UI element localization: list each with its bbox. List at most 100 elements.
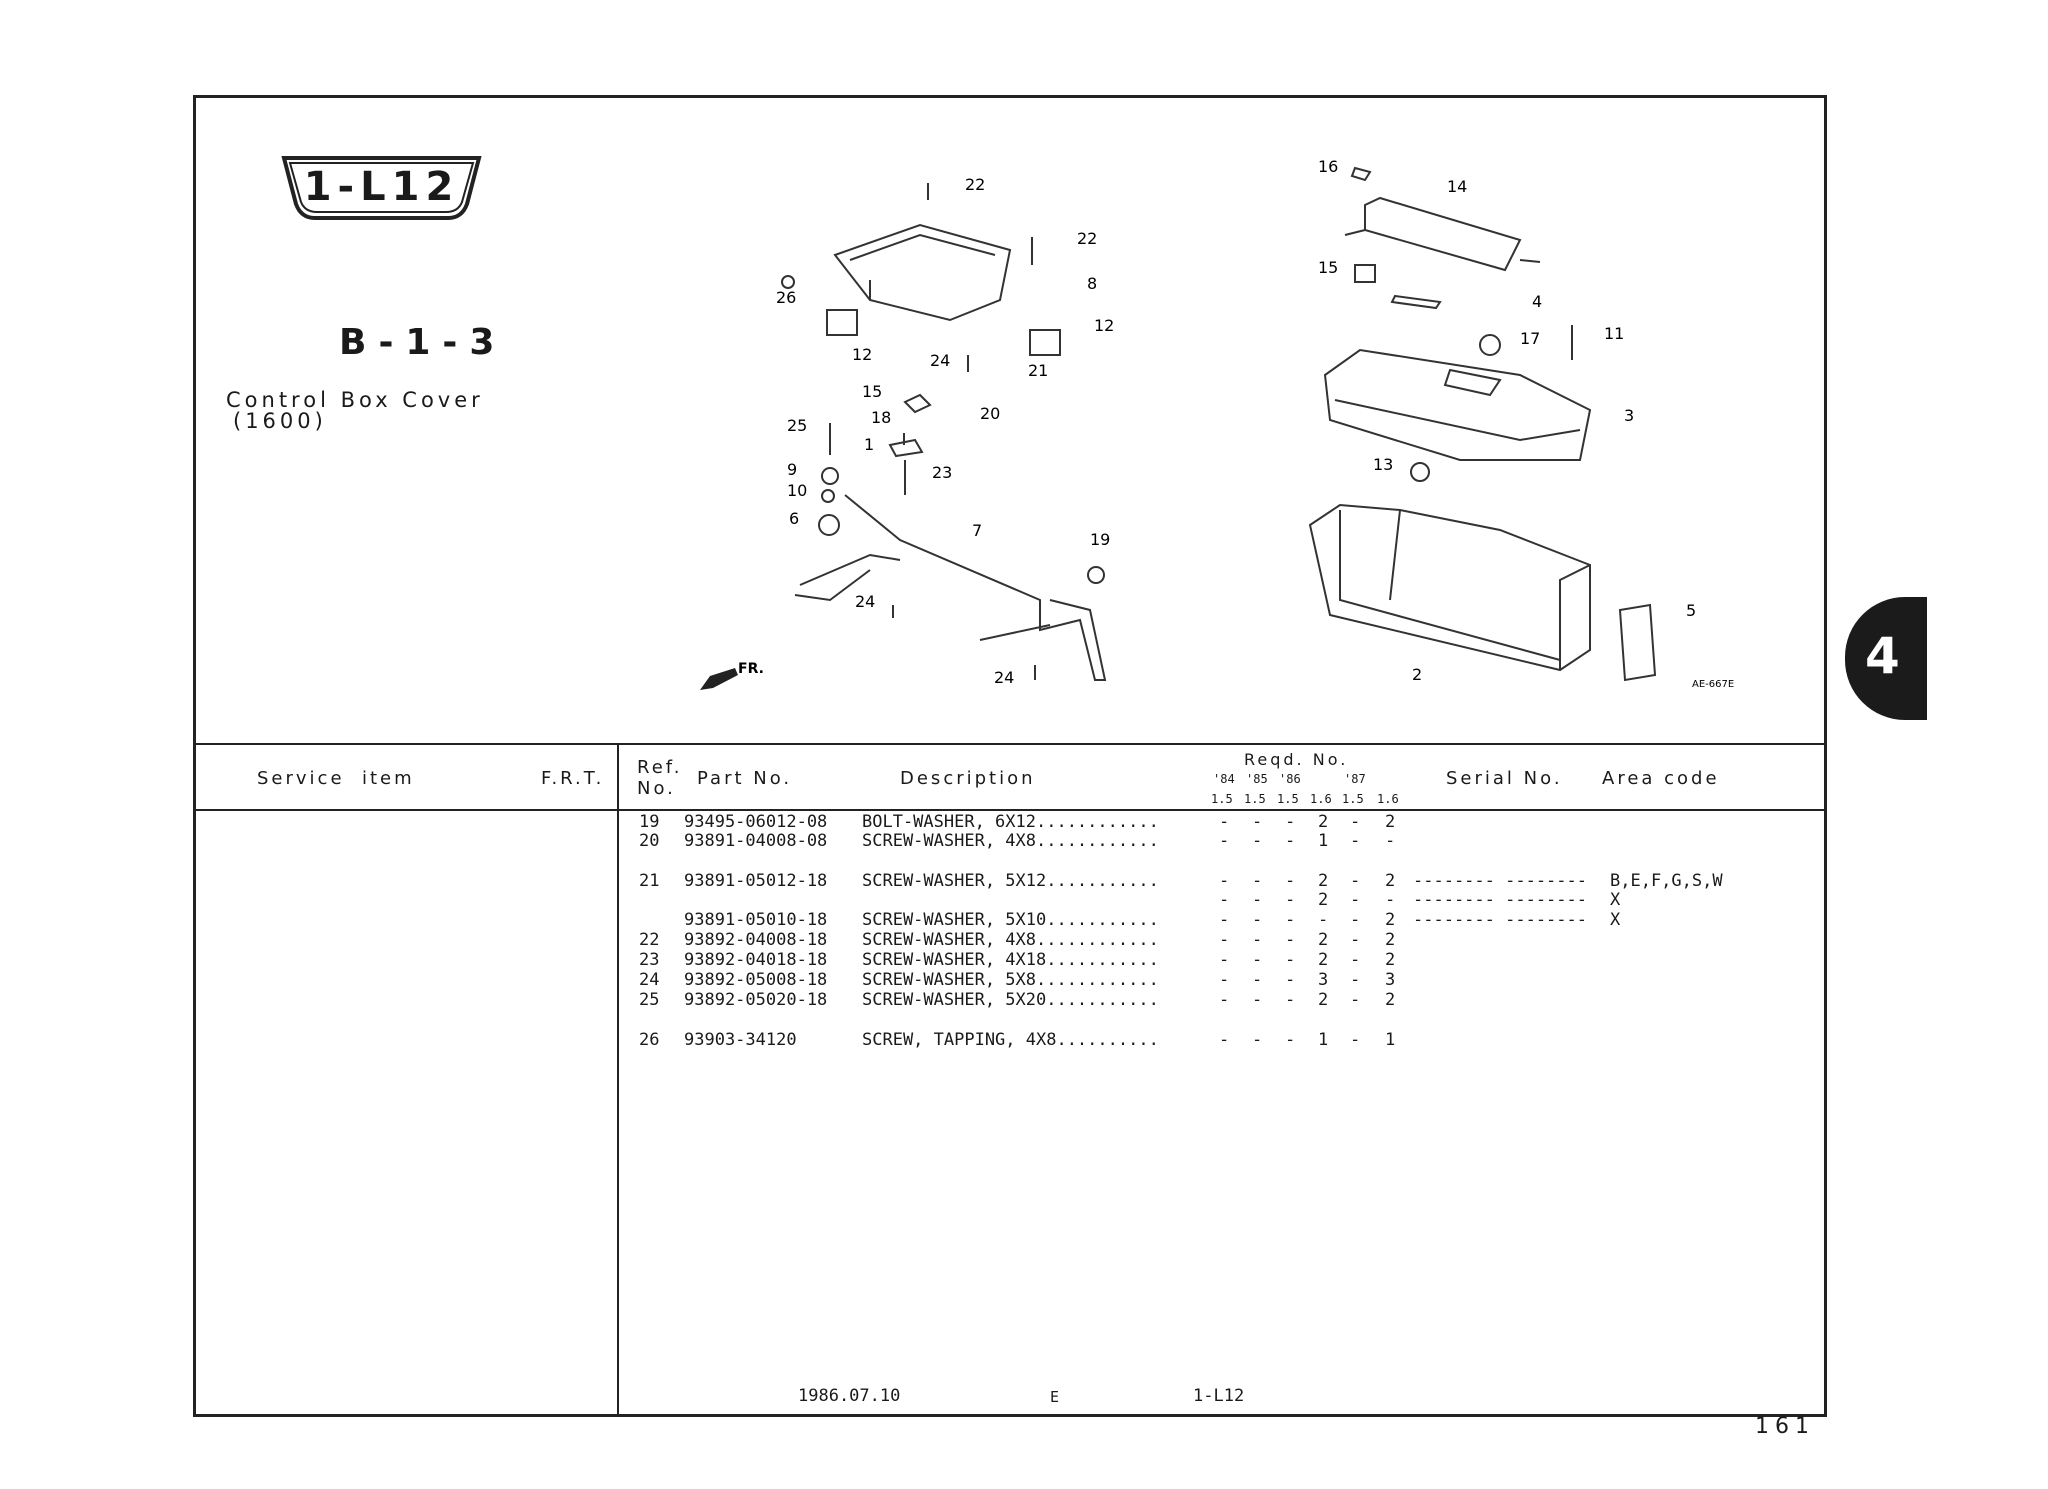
header-engine: 1.6 — [1310, 792, 1332, 806]
reqd-qty: 2 — [1318, 871, 1329, 891]
callout-label: 22 — [1077, 229, 1097, 248]
table-header-divider — [193, 809, 1824, 811]
part-no: 93903-34120 — [684, 1030, 797, 1050]
callout-label: 6 — [789, 509, 799, 528]
reqd-qty: - — [1350, 910, 1361, 930]
reqd-qty: - — [1285, 930, 1296, 950]
description: SCREW-WASHER, 5X12........... — [862, 871, 1159, 891]
callout-label: 20 — [980, 404, 1000, 423]
reqd-qty: 2 — [1318, 890, 1329, 910]
ref-no: 19 — [639, 812, 660, 832]
header-engine: 1.5 — [1342, 792, 1364, 806]
reqd-qty: 2 — [1318, 812, 1329, 832]
callout-label: 12 — [1094, 316, 1114, 335]
part-no: 93891-05012-18 — [684, 871, 828, 891]
reqd-qty: - — [1219, 871, 1230, 891]
reqd-qty: 2 — [1318, 990, 1329, 1010]
reqd-qty: - — [1385, 890, 1396, 910]
reqd-qty: 2 — [1385, 930, 1396, 950]
reqd-qty: - — [1219, 910, 1230, 930]
ref-no: 26 — [639, 1030, 660, 1050]
reqd-qty: - — [1219, 890, 1230, 910]
callout-label: 17 — [1520, 329, 1540, 348]
reqd-qty: - — [1285, 890, 1296, 910]
header-part-no: Part No. — [697, 768, 793, 789]
reqd-qty: - — [1285, 910, 1296, 930]
part-no: 93892-04008-18 — [684, 930, 828, 950]
reqd-qty: - — [1285, 871, 1296, 891]
header-engine: 1.6 — [1377, 792, 1399, 806]
page-frame — [193, 95, 1827, 1417]
reqd-qty: - — [1285, 1030, 1296, 1050]
reqd-qty: 2 — [1385, 871, 1396, 891]
callout-label: 7 — [972, 521, 982, 540]
description: SCREW, TAPPING, 4X8.......... — [862, 1030, 1159, 1050]
reqd-qty: 2 — [1385, 990, 1396, 1010]
group-code: B-1-3 — [339, 322, 507, 363]
reqd-qty: 2 — [1318, 930, 1329, 950]
front-arrow: FR. — [700, 661, 764, 690]
reqd-qty: - — [1350, 990, 1361, 1010]
ref-no: 23 — [639, 950, 660, 970]
description: SCREW-WASHER, 4X18........... — [862, 950, 1159, 970]
ref-no: 20 — [639, 831, 660, 851]
reqd-qty: 3 — [1318, 970, 1329, 990]
footer-page-code: 1-L12 — [1193, 1386, 1245, 1406]
callout-label: 16 — [1318, 157, 1338, 176]
footer-date: 1986.07.10 — [798, 1386, 901, 1406]
callout-label: 24 — [930, 351, 950, 370]
reqd-qty: - — [1350, 1030, 1361, 1050]
header-ref-no-1: Ref. — [637, 757, 683, 778]
description: SCREW-WASHER, 4X8............ — [862, 930, 1159, 950]
callout-label: 3 — [1624, 406, 1634, 425]
table-column-divider — [617, 743, 619, 1414]
reqd-qty: 2 — [1318, 950, 1329, 970]
reqd-qty: 2 — [1385, 950, 1396, 970]
description: BOLT-WASHER, 6X12............ — [862, 812, 1159, 832]
callout-label: 19 — [1090, 530, 1110, 549]
callout-label: 21 — [1028, 361, 1048, 380]
reqd-qty: - — [1252, 812, 1263, 832]
header-year: '86 — [1279, 772, 1301, 786]
part-no: 93495-06012-08 — [684, 812, 828, 832]
footer-edition: E — [1050, 1388, 1060, 1406]
description: SCREW-WASHER, 5X10........... — [862, 910, 1159, 930]
reqd-qty: - — [1252, 910, 1263, 930]
callout-label: 9 — [787, 460, 797, 479]
reqd-qty: - — [1219, 930, 1230, 950]
diagram-divider — [193, 743, 1824, 745]
callout-label: 25 — [787, 416, 807, 435]
reqd-qty: - — [1350, 812, 1361, 832]
reqd-qty: - — [1350, 831, 1361, 851]
callout-label: 18 — [871, 408, 891, 427]
reqd-qty: - — [1285, 812, 1296, 832]
reqd-qty: 2 — [1385, 812, 1396, 832]
badge-shape — [281, 156, 482, 220]
part-no: 93891-05010-18 — [684, 910, 828, 930]
part-no: 93892-04018-18 — [684, 950, 828, 970]
description: SCREW-WASHER, 4X8............ — [862, 831, 1159, 851]
area-code: B,E,F,G,S,W — [1610, 871, 1723, 891]
reqd-qty: - — [1219, 990, 1230, 1010]
callout-label: 8 — [1087, 274, 1097, 293]
reqd-qty: - — [1350, 970, 1361, 990]
header-frt: F.R.T. — [541, 768, 605, 789]
reqd-qty: - — [1252, 890, 1263, 910]
header-serial-no: Serial No. — [1446, 768, 1563, 789]
reqd-qty: - — [1350, 871, 1361, 891]
reqd-qty: 1 — [1385, 1030, 1396, 1050]
section-tab-label: 4 — [1865, 627, 1900, 685]
header-area-code: Area code — [1602, 768, 1720, 789]
callout-label: 4 — [1532, 292, 1542, 311]
header-reqd-no: Reqd. No. — [1244, 750, 1349, 769]
header-year: '84 — [1213, 772, 1235, 786]
serial-no: -------- -------- — [1413, 871, 1587, 891]
reqd-qty: 1 — [1318, 831, 1329, 851]
reqd-qty: - — [1219, 950, 1230, 970]
reqd-qty: - — [1350, 890, 1361, 910]
reqd-qty: 3 — [1385, 970, 1396, 990]
header-engine: 1.5 — [1211, 792, 1233, 806]
ref-no: 24 — [639, 970, 660, 990]
header-engine: 1.5 — [1244, 792, 1266, 806]
part-no: 93892-05008-18 — [684, 970, 828, 990]
